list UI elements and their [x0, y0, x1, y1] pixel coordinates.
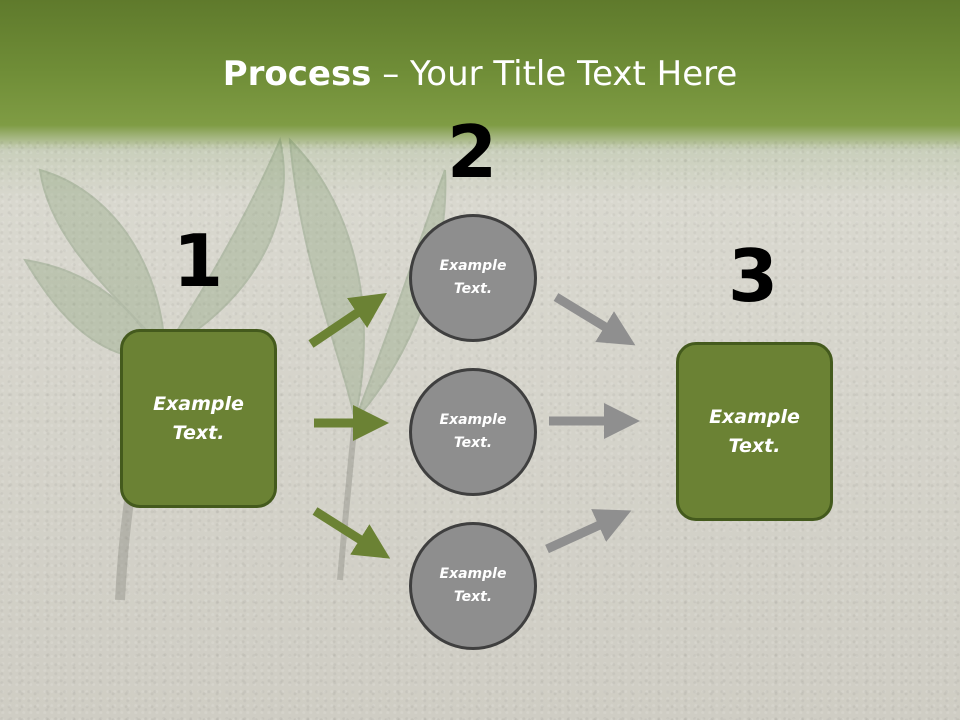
green-arrow-up — [308, 292, 387, 348]
circle-top-line2: Text. — [453, 281, 493, 297]
circle-middle-line2: Text. — [453, 435, 493, 451]
right-box-line1: Example — [709, 405, 800, 428]
green-arrow-down — [312, 507, 391, 559]
left-box-line1: Example — [153, 392, 244, 415]
step-number-1: 1 — [172, 219, 224, 303]
circle-middle-line1: Example — [439, 412, 507, 428]
right-box-line2: Text. — [728, 434, 781, 457]
right-step-box[interactable]: Example Text. — [676, 342, 833, 521]
step-number-2: 2 — [446, 110, 498, 194]
circle-bottom-line2: Text. — [453, 589, 493, 605]
circle-top-line1: Example — [439, 258, 507, 274]
title-rest: – Your Title Text Here — [371, 54, 738, 94]
gray-arrow-up — [545, 509, 632, 554]
title-bold: Process — [222, 54, 372, 94]
circle-node-middle[interactable]: Example Text. — [409, 368, 537, 496]
left-step-box[interactable]: Example Text. — [120, 329, 277, 508]
gray-arrow-down — [553, 293, 636, 346]
circle-bottom-line1: Example — [439, 566, 507, 582]
circle-node-top[interactable]: Example Text. — [409, 214, 537, 342]
circle-node-bottom[interactable]: Example Text. — [409, 522, 537, 650]
slide-title: Process – Your Title Text Here — [0, 52, 960, 96]
left-box-line2: Text. — [172, 421, 225, 444]
seedling-illustration — [23, 136, 447, 601]
step-number-3: 3 — [727, 234, 779, 318]
